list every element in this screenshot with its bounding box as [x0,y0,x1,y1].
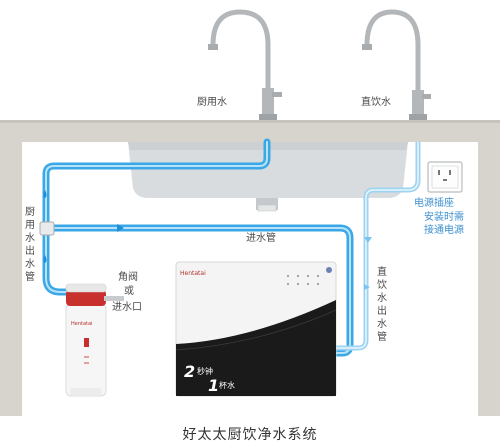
counter-top-edge [0,120,500,123]
kitchen-faucet [208,9,282,120]
angle-valve [104,296,124,301]
badge-number-2: 1 [208,376,220,395]
sink-drain-cap [257,204,277,212]
drinking-faucet-label: 直饮水 [361,97,391,108]
flow-arrow-icon [364,284,370,290]
badge-unit-1: 秒钟 [197,367,213,376]
diagram-caption: 好太太厨饮净水系统 [182,427,318,443]
inlet-pipe-label: 进水管 [246,233,276,244]
kitchen-outlet-pipe-label: 厨用水出水管 [25,207,35,283]
drinking-outlet-pipe-label: 直饮水出水管 [377,267,387,343]
badge-number-1: 2 [184,362,196,381]
angle-valve-label: 角阀 [118,272,138,283]
power-socket-icon [427,161,463,193]
power-socket-label: 电源插座 [414,198,454,209]
purifier-unit [175,261,337,397]
badge-unit-2: 杯水 [219,381,235,390]
angle-valve-or-label: 或 [124,286,134,297]
filter-brand: Hentatai [71,321,93,327]
drinking-outlet-pipe [333,142,421,351]
water-inlet-label: 进水口 [112,302,142,313]
pre-filter-cartridge [65,283,107,397]
water-drop-icon [43,190,47,198]
kitchen-outlet-pipe [42,138,271,296]
flow-arrow-icon [364,237,372,243]
water-drop-icon [43,255,47,263]
drinking-faucet [362,9,431,120]
power-note-line1: 安装时需 [424,212,464,223]
kitchen-faucet-label: 厨用水 [197,97,227,108]
flow-arrow-icon [117,224,124,232]
inlet-pipe [52,224,354,357]
power-note-line2: 接通电源 [424,225,464,236]
purifier-brand: Hentatai [180,270,206,277]
tee-connector [39,221,55,236]
sink-basin [128,142,408,198]
purifier-badge: 2 秒钟 1 杯水 [184,362,244,395]
